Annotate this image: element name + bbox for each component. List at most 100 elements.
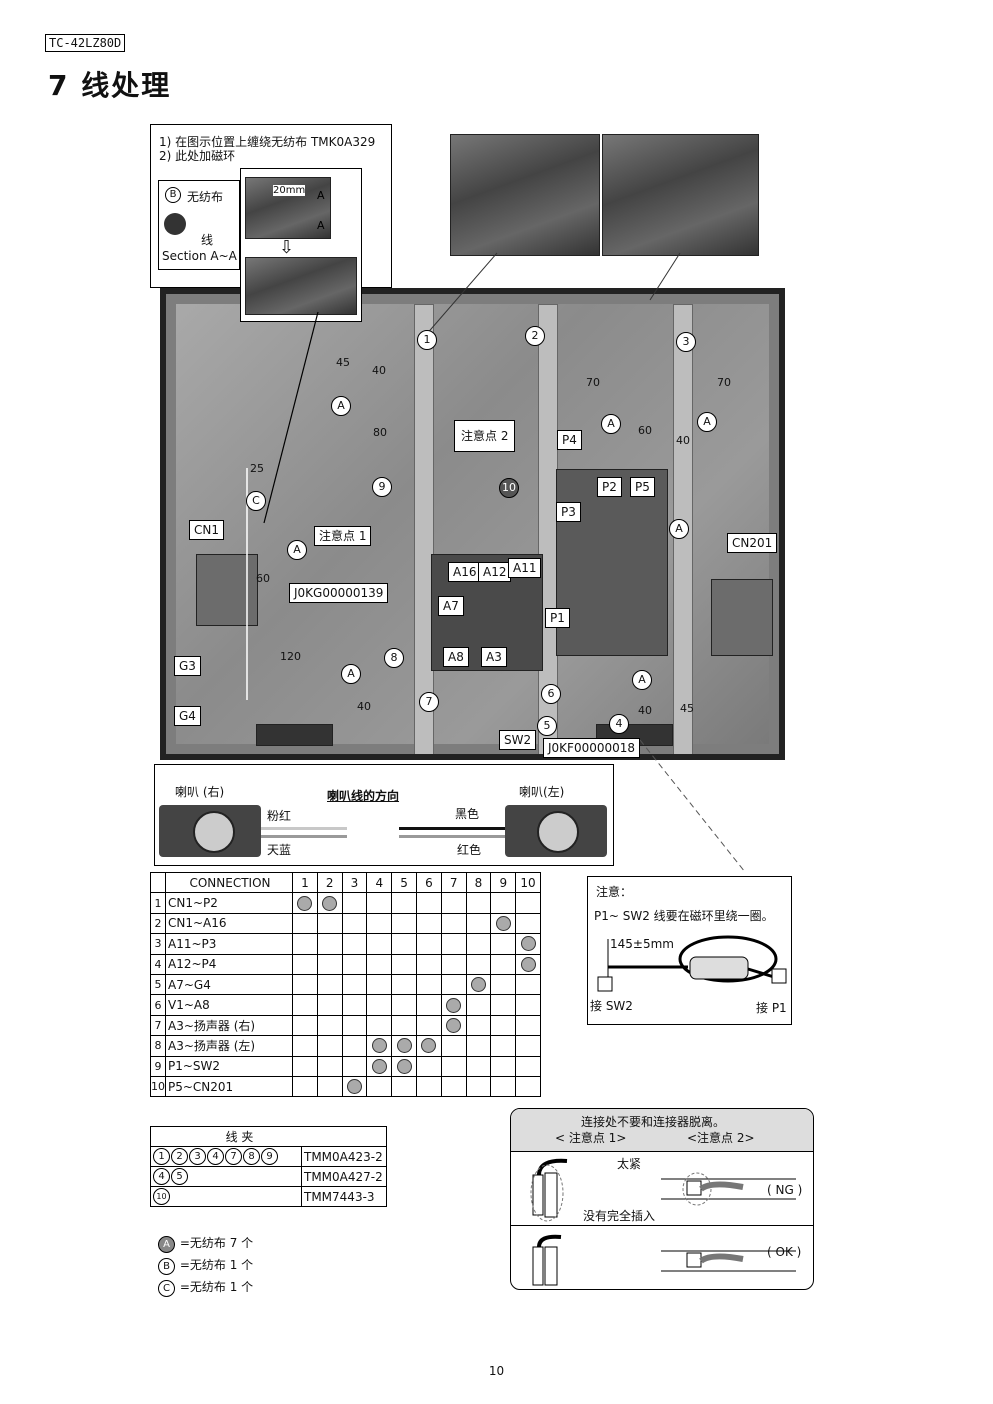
label-a11: A11 (508, 558, 542, 578)
cell (515, 1014, 541, 1037)
wrap-c: C (246, 491, 266, 511)
cell (440, 1035, 467, 1057)
cell (415, 1035, 442, 1057)
cell (341, 912, 368, 935)
cell (366, 994, 393, 1016)
row-connection: CN1~A16 (165, 912, 293, 935)
clamp-part-number: TMM0A427-2 (301, 1166, 387, 1187)
bracket-left (414, 304, 434, 754)
speaker-right-icon (159, 805, 261, 857)
note-point-2-header: <注意点 2> (687, 1131, 755, 1145)
ferrite-core-diagram (597, 935, 787, 992)
cell (490, 973, 517, 996)
cell (440, 953, 467, 975)
dim-60-left: 60 (256, 572, 270, 585)
cell (316, 973, 343, 996)
label-a-bottom: A (317, 219, 325, 232)
label-a3: A3 (481, 647, 507, 667)
caution-dimension: 145±5mm (610, 937, 674, 951)
cell (440, 912, 467, 935)
cell (465, 953, 492, 975)
col-header: 6 (415, 871, 442, 894)
row-index: 6 (150, 994, 166, 1016)
clamp-numbers: 10 (150, 1186, 302, 1207)
clamp-number: 7 (225, 1148, 242, 1165)
wrap-a-3: A (697, 412, 717, 432)
label-ok: ( OK ) (767, 1245, 802, 1259)
cell (292, 953, 318, 975)
label-p3: P3 (556, 502, 581, 522)
label-a16: A16 (448, 562, 482, 582)
dim-120: 120 (280, 650, 301, 663)
row-connection: A7~G4 (165, 973, 293, 996)
clamp-header-row: 线 夹 (150, 1126, 387, 1147)
cell (391, 1035, 417, 1057)
cell (316, 994, 343, 1016)
label-g4: G4 (174, 706, 201, 726)
wrap-a-2: A (601, 414, 621, 434)
legend: A =无纺布 7 个 B =无纺布 1 个 C =无纺布 1 个 (158, 1234, 253, 1300)
cell (316, 892, 343, 914)
cell (292, 994, 318, 1016)
cell (366, 912, 393, 935)
cell (490, 953, 517, 975)
cell (415, 973, 442, 996)
clamp-number: 9 (261, 1148, 278, 1165)
clamp-header: 线 夹 (150, 1126, 387, 1147)
cell (292, 1035, 318, 1057)
clamp-8: 8 (384, 648, 404, 668)
col-header: 7 (440, 871, 467, 894)
connector-caution-header (511, 1109, 813, 1152)
cell (292, 1075, 318, 1098)
row-connection: A3~扬声器 (右) (165, 1014, 293, 1037)
cell (341, 953, 368, 975)
label-a8: A8 (443, 647, 469, 667)
label-ng: ( NG ) (767, 1183, 803, 1197)
wrap-a-4: A (669, 519, 689, 539)
label-a7: A7 (438, 596, 464, 616)
cell (490, 1075, 517, 1098)
clamp-mark (520, 956, 536, 972)
cell (465, 1014, 492, 1037)
wrap-a-6: A (341, 664, 361, 684)
cell (490, 1014, 517, 1037)
connect-sw2: 接 SW2 (590, 999, 633, 1013)
wrap-a-5: A (287, 540, 307, 560)
clamp-5: 5 (537, 716, 557, 736)
wire-skyblue (261, 835, 347, 838)
cell (465, 933, 492, 955)
cell (391, 892, 417, 914)
label-a-top: A (317, 189, 325, 202)
cable-section-icon (164, 213, 186, 235)
label-not-fully-inserted: 没有完全插入 (583, 1209, 656, 1223)
cell (366, 892, 393, 914)
cell (292, 912, 318, 935)
cell (440, 994, 467, 1016)
cell (515, 912, 541, 935)
cell (440, 933, 467, 955)
cell (490, 1055, 517, 1077)
cell (490, 994, 517, 1016)
row-connection: V1~A8 (165, 994, 293, 1016)
row-index: 7 (150, 1014, 166, 1037)
cell (415, 933, 442, 955)
col-header: 2 (316, 871, 343, 894)
label-j0kg: J0KG00000139 (289, 583, 389, 603)
clamp-mark (371, 1058, 387, 1074)
cell (465, 994, 492, 1016)
section-diagram: B 无纺布 线 Section A~A (158, 180, 240, 270)
color-pink: 粉红 (267, 809, 292, 823)
speaker-left-label: 喇叭(左) (519, 785, 565, 799)
dim-45-right: 45 (680, 702, 694, 715)
cell (515, 1035, 541, 1057)
clamp-1: 1 (417, 330, 437, 350)
col-header: 1 (292, 871, 318, 894)
